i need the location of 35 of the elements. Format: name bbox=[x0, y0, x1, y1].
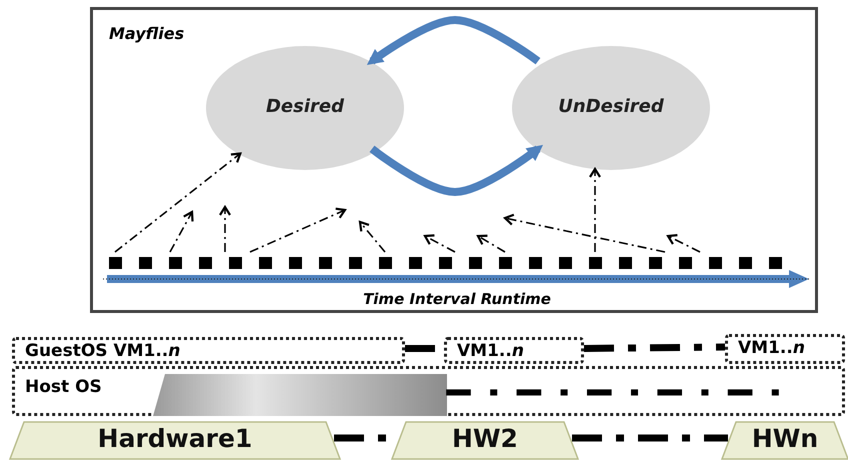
dash-dot-arrow bbox=[504, 214, 666, 253]
layer-label: Host OS bbox=[25, 377, 102, 397]
state-ellipse bbox=[206, 46, 404, 170]
hypervisor-block bbox=[153, 374, 447, 416]
dash-dot-arrow bbox=[114, 152, 242, 253]
layer-label: GuestOS VM1..n bbox=[25, 341, 180, 361]
layer-label: VM1..n bbox=[457, 341, 524, 361]
dash-dot-arrow bbox=[218, 206, 232, 252]
layer-label: VM1..n bbox=[738, 338, 805, 358]
layer-label: Hardware1 bbox=[96, 424, 254, 453]
dash-dot-arrow bbox=[588, 168, 602, 252]
connector-line bbox=[572, 434, 728, 442]
dash-dot-arrow bbox=[666, 234, 700, 253]
layer-label: Desired bbox=[264, 96, 346, 117]
layer-label: UnDesired bbox=[557, 96, 665, 117]
dash-dot-arrow bbox=[169, 210, 194, 252]
connector-line bbox=[584, 344, 726, 352]
hardware-block bbox=[392, 421, 578, 459]
dash-dot-arrow bbox=[476, 234, 506, 253]
layer-label: HW2 bbox=[451, 424, 519, 453]
dash-dot-arrow bbox=[424, 234, 456, 253]
layer-box bbox=[12, 337, 405, 364]
timeline-caption: Time Interval Runtime bbox=[362, 290, 552, 308]
state-ellipse bbox=[512, 46, 710, 170]
layer-box bbox=[444, 337, 584, 364]
frame-title: Mayflies bbox=[109, 24, 184, 43]
hardware-block bbox=[10, 421, 340, 459]
curved-arrow bbox=[370, 144, 544, 196]
diagram-frame bbox=[90, 7, 818, 313]
dash-dot-arrow bbox=[250, 208, 346, 253]
curved-arrow bbox=[366, 16, 540, 65]
layer-label: HWn bbox=[750, 424, 820, 453]
dash-dot-arrow bbox=[358, 220, 386, 253]
layer-box bbox=[725, 334, 845, 364]
hardware-block bbox=[722, 421, 848, 459]
